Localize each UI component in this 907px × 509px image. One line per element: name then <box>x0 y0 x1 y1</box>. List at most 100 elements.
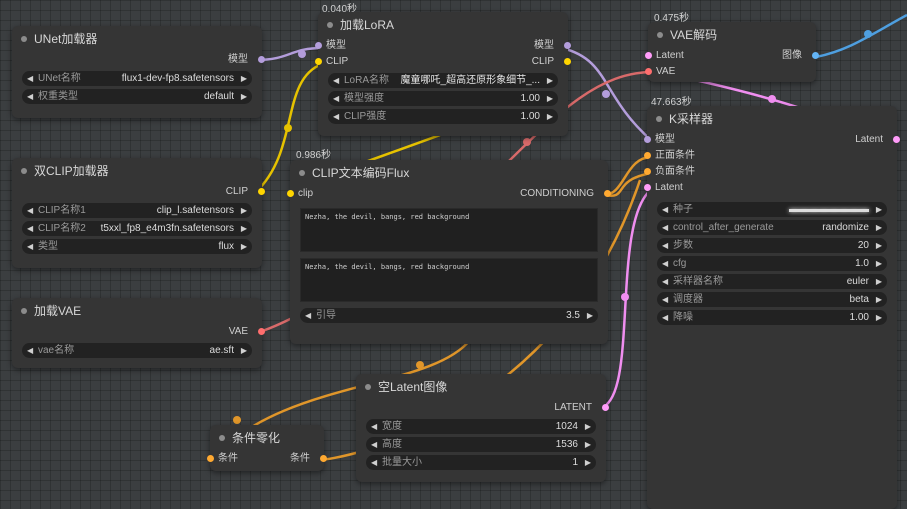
clip-input-socket[interactable] <box>287 190 294 197</box>
right-arrow-icon[interactable]: ▶ <box>240 242 247 251</box>
left-arrow-icon[interactable]: ◀ <box>27 242 34 251</box>
cond-zero-title[interactable]: 条件零化 <box>210 425 324 451</box>
left-arrow-icon[interactable]: ◀ <box>662 241 669 250</box>
left-arrow-icon[interactable]: ◀ <box>371 458 378 467</box>
right-arrow-icon[interactable]: ▶ <box>546 94 553 103</box>
model-input-socket[interactable] <box>644 136 651 143</box>
left-arrow-icon[interactable]: ◀ <box>662 277 669 286</box>
clip-l-prompt-textarea[interactable]: Nezha, the devil, bangs, red background <box>300 208 598 252</box>
latent-input-socket[interactable] <box>645 52 652 59</box>
collapse-dot-icon[interactable] <box>21 168 27 174</box>
collapse-dot-icon[interactable] <box>365 384 371 390</box>
left-arrow-icon[interactable]: ◀ <box>662 223 669 232</box>
lora-clip-row[interactable]: CLIP CLIP <box>315 54 571 70</box>
ksampler-latent-row[interactable]: Latent <box>644 180 897 196</box>
vae-input-socket[interactable] <box>645 68 652 75</box>
ksampler-node[interactable]: K采样器 模型 Latent 正面条件 负面条件 Latent ◀种子▬▬▬▬▬… <box>644 106 900 509</box>
right-arrow-icon[interactable]: ▶ <box>240 206 247 215</box>
left-arrow-icon[interactable]: ◀ <box>333 76 340 85</box>
ksampler-positive-row[interactable]: 正面条件 <box>644 148 897 164</box>
clip-encode-io-row[interactable]: clip CONDITIONING <box>287 186 611 202</box>
right-arrow-icon[interactable]: ▶ <box>875 205 882 214</box>
cond-zero-io-row[interactable]: 条件 条件 <box>207 451 327 467</box>
clip-output-socket[interactable] <box>258 188 265 195</box>
ksampler-model-row[interactable]: 模型 Latent <box>644 132 900 148</box>
conditioning-output-socket[interactable] <box>320 455 327 462</box>
left-arrow-icon[interactable]: ◀ <box>27 224 34 233</box>
negative-input-socket[interactable] <box>644 168 651 175</box>
left-arrow-icon[interactable]: ◀ <box>27 74 34 83</box>
vae-decode-latent-row[interactable]: Latent 图像 <box>645 48 819 64</box>
image-output-socket[interactable] <box>812 52 819 59</box>
left-arrow-icon[interactable]: ◀ <box>662 295 669 304</box>
load-lora-node[interactable]: 加载LoRA 模型 模型 CLIP CLIP ◀LoRA名称魔童哪吒_超高还原形… <box>315 12 571 136</box>
right-arrow-icon[interactable]: ▶ <box>546 112 553 121</box>
clip-output-socket[interactable] <box>564 58 571 65</box>
vae-decode-vae-row[interactable]: VAE <box>645 64 816 80</box>
clip-text-encode-node[interactable]: CLIP文本编码Flux clip CONDITIONING Nezha, th… <box>287 160 611 344</box>
model-output-socket[interactable] <box>564 42 571 49</box>
right-arrow-icon[interactable]: ▶ <box>240 346 247 355</box>
collapse-dot-icon[interactable] <box>327 22 333 28</box>
vae-decode-title[interactable]: VAE解码 <box>648 22 816 48</box>
left-arrow-icon[interactable]: ◀ <box>662 259 669 268</box>
left-arrow-icon[interactable]: ◀ <box>305 311 312 320</box>
conditioning-zero-node[interactable]: 条件零化 条件 条件 <box>207 425 327 471</box>
positive-input-socket[interactable] <box>644 152 651 159</box>
conditioning-output-socket[interactable] <box>604 190 611 197</box>
dual-clip-title[interactable]: 双CLIP加载器 <box>12 158 262 184</box>
right-arrow-icon[interactable]: ▶ <box>240 74 247 83</box>
left-arrow-icon[interactable]: ◀ <box>662 313 669 322</box>
right-arrow-icon[interactable]: ▶ <box>875 277 882 286</box>
collapse-dot-icon[interactable] <box>656 116 662 122</box>
left-arrow-icon[interactable]: ◀ <box>27 92 34 101</box>
lora-title[interactable]: 加载LoRA <box>318 12 568 38</box>
right-arrow-icon[interactable]: ▶ <box>875 313 882 322</box>
vae-output-socket[interactable] <box>258 328 265 335</box>
seed-widget[interactable]: ◀种子▬▬▬▬▬▬▬▬▶ <box>657 202 887 217</box>
lora-name-widget[interactable]: ◀LoRA名称魔童哪吒_超高还原形象细节_...▶ <box>328 73 558 88</box>
left-arrow-icon[interactable]: ◀ <box>27 346 34 355</box>
load-vae-title[interactable]: 加载VAE <box>12 298 262 324</box>
latent-output-socket[interactable] <box>893 136 900 143</box>
vae-decode-node[interactable]: VAE解码 Latent 图像 VAE <box>645 22 819 82</box>
right-arrow-icon[interactable]: ▶ <box>586 311 593 320</box>
right-arrow-icon[interactable]: ▶ <box>240 224 247 233</box>
latent-output-socket[interactable] <box>602 404 609 411</box>
empty-latent-title[interactable]: 空Latent图像 <box>356 374 606 400</box>
right-arrow-icon[interactable]: ▶ <box>240 92 247 101</box>
left-arrow-icon[interactable]: ◀ <box>333 112 340 121</box>
left-arrow-icon[interactable]: ◀ <box>662 205 669 214</box>
model-input-socket[interactable] <box>315 42 322 49</box>
clip-input-socket[interactable] <box>315 58 322 65</box>
right-arrow-icon[interactable]: ▶ <box>875 295 882 304</box>
unet-loader-title[interactable]: UNet加载器 <box>12 26 262 52</box>
unet-output-model[interactable]: 模型 <box>12 52 265 68</box>
right-arrow-icon[interactable]: ▶ <box>584 422 591 431</box>
clip-encode-title[interactable]: CLIP文本编码Flux <box>290 160 608 186</box>
right-arrow-icon[interactable]: ▶ <box>875 241 882 250</box>
empty-latent-output[interactable]: LATENT <box>356 400 609 416</box>
right-arrow-icon[interactable]: ▶ <box>875 259 882 268</box>
collapse-dot-icon[interactable] <box>299 170 305 176</box>
collapse-dot-icon[interactable] <box>21 308 27 314</box>
left-arrow-icon[interactable]: ◀ <box>27 206 34 215</box>
